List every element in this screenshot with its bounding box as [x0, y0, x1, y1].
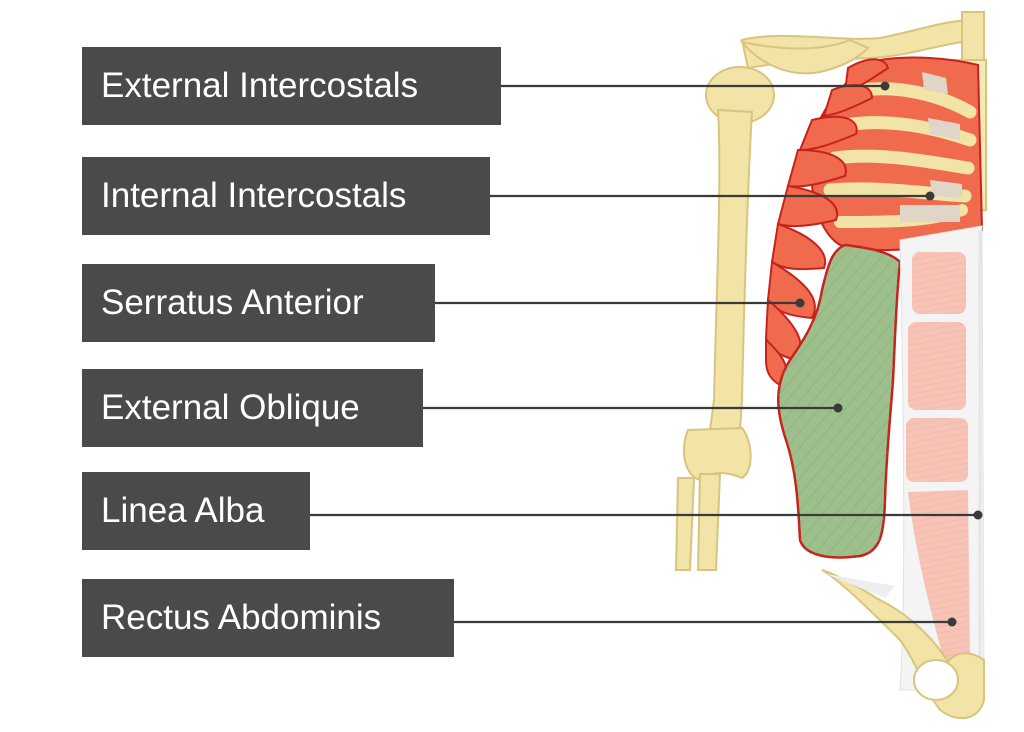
- humerus-bone: [683, 66, 775, 482]
- pointer-dot-external-intercostals: [880, 81, 890, 91]
- leader-lines: [310, 81, 983, 627]
- label-linea-alba: Linea Alba: [82, 472, 310, 550]
- external-oblique-muscle: [777, 243, 902, 559]
- label-serratus-anterior: Serratus Anterior: [82, 264, 435, 342]
- label-rectus-abdominis: Rectus Abdominis: [82, 579, 454, 657]
- pelvis-bone: [821, 569, 985, 720]
- clavicle-bone: [739, 18, 976, 75]
- pointer-dot-rectus-abdominis: [947, 617, 957, 627]
- pointer-dot-linea-alba: [973, 510, 983, 520]
- label-external-intercostals: External Intercostals: [82, 47, 501, 125]
- pointer-dot-serratus-anterior: [795, 298, 805, 308]
- label-internal-intercostals: Internal Intercostals: [82, 157, 490, 235]
- label-external-oblique: External Oblique: [82, 369, 423, 447]
- pointer-dot-internal-intercostals: [925, 191, 935, 201]
- forearm-bones: [674, 473, 722, 571]
- pointer-dot-external-oblique: [833, 403, 843, 413]
